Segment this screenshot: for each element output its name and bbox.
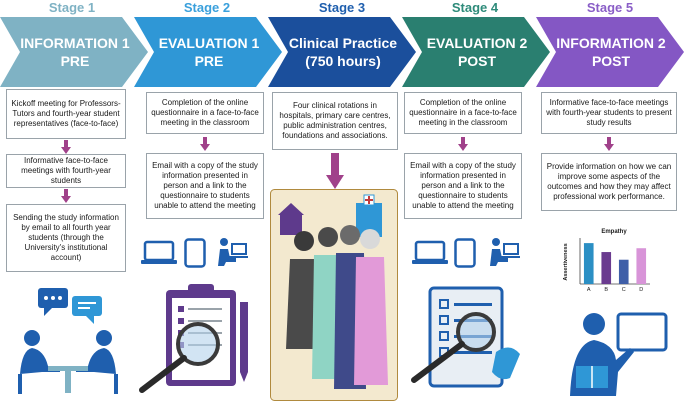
- chart-xtick-c: C: [622, 287, 626, 293]
- presenter-illustration: [570, 312, 668, 396]
- stage-2-label: Stage 2: [183, 0, 231, 15]
- stage-4-label: Stage 4: [451, 0, 499, 15]
- stage-2-chevron: [134, 17, 282, 87]
- stage-1-box-kickoff: Kickoff meeting for Professors-Tutors an…: [6, 89, 126, 139]
- stage-2-box-email: Email with a copy of the study informati…: [146, 153, 264, 219]
- tablet-icon: [184, 238, 206, 268]
- meeting-people-icon: [18, 288, 118, 394]
- person-at-computer-icon-stage-4: [490, 238, 520, 266]
- stage-3-label: Stage 3: [318, 0, 366, 15]
- stage-4-arrow-icon: [458, 137, 468, 151]
- stage-2-arrow-icon: [200, 137, 210, 151]
- stage-5-label: Stage 5: [586, 0, 634, 15]
- stage-5-box-improve: Provide information on how we can improv…: [541, 153, 677, 211]
- stage-1-label: Stage 1: [48, 0, 96, 15]
- chart-bar-a: [583, 243, 594, 284]
- checklist-magnifier-icon: [411, 286, 520, 388]
- stage-4-chevron: [402, 17, 550, 87]
- tablet-icon-stage-4: [454, 238, 476, 268]
- chart-ylabel: Assertiveness: [563, 243, 569, 280]
- stage-2-box-questionnaire: Completion of the online questionnaire i…: [146, 92, 264, 134]
- chart-bar-c: [618, 259, 629, 284]
- chart-bar-d: [636, 248, 647, 284]
- stage-1-arrow-1-icon: [61, 140, 71, 154]
- laptop-icon: [141, 240, 177, 264]
- stage-1-box-informative: Informative face-to-face meetings with f…: [6, 154, 126, 188]
- chart-xtick-b: B: [604, 287, 608, 293]
- stage-5-box-results: Informative face-to-face meetings with f…: [541, 92, 677, 134]
- empathy-bar-chart: Empathy Assertiveness A B C D: [563, 229, 650, 293]
- chart-xtick-d: D: [639, 287, 643, 293]
- clipboard-magnifier-icon: [139, 284, 248, 393]
- chart-bar-b: [601, 252, 612, 284]
- chart-title: Empathy: [601, 229, 627, 235]
- stage-1-arrow-2-icon: [61, 189, 71, 203]
- stage-5-chevron: [536, 17, 684, 87]
- stage-3-chevron: [268, 17, 416, 87]
- person-at-computer-icon: [218, 238, 248, 266]
- stage-5-arrow-icon: [604, 137, 614, 151]
- chart-xtick-a: A: [587, 287, 591, 293]
- stage-1-box-email: Sending the study information by email t…: [6, 204, 126, 272]
- stage-4-box-questionnaire: Completion of the online questionnaire i…: [404, 92, 522, 134]
- stage-3-box-rotations: Four clinical rotations in hospitals, pr…: [272, 92, 398, 150]
- stage-1-chevron: [0, 17, 148, 87]
- clinical-staff-illustration: [270, 189, 398, 401]
- stage-4-box-email: Email with a copy of the study informati…: [404, 153, 522, 219]
- laptop-icon-stage-4: [412, 240, 448, 264]
- stage-3-arrow-icon: [326, 153, 344, 189]
